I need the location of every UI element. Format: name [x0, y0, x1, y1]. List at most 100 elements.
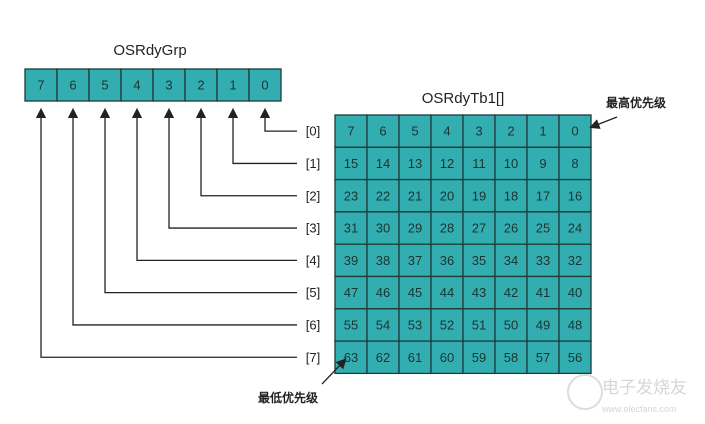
table-cell-value: 36 — [440, 253, 454, 268]
table-cell-value: 55 — [344, 317, 358, 332]
group-bit-cell — [184, 68, 218, 102]
table-cell — [366, 275, 400, 310]
highest-priority-label: 最高优先级 — [606, 95, 666, 110]
table-cell-value: 39 — [344, 253, 358, 268]
table-cell-value: 63 — [344, 350, 358, 365]
row-index-label: [1] — [306, 156, 320, 171]
table-cell-value: 48 — [568, 317, 582, 332]
table-cell — [398, 178, 432, 213]
table-cell — [462, 340, 496, 375]
group-bit-cell — [24, 68, 58, 102]
table-cell-value: 1 — [539, 124, 546, 139]
table-cell-value: 16 — [568, 188, 582, 203]
table-cell — [398, 308, 432, 342]
table-cell-value: 37 — [408, 253, 422, 268]
group-bit-value: 3 — [165, 78, 172, 93]
table-cell-value: 10 — [504, 156, 518, 171]
row-bit-arrow — [99, 107, 297, 294]
table-cell-value: 56 — [568, 350, 582, 365]
table-cell-value: 29 — [408, 221, 422, 236]
lowest-arrow — [321, 358, 347, 385]
table-cell — [398, 340, 432, 375]
group-bit-cell — [216, 68, 250, 102]
row-index-label: [5] — [306, 285, 320, 300]
table-cell — [462, 211, 496, 245]
table-cell-value: 31 — [344, 221, 358, 236]
table-cell — [462, 275, 496, 310]
table-cell-value: 23 — [344, 188, 358, 203]
table-cell-value: 45 — [408, 285, 422, 300]
row-to-bit-connectors: [0][1][2][3][4][5][6][7] — [35, 107, 320, 365]
table-cell-value: 61 — [408, 350, 422, 365]
lowest-priority-label: 最低优先级 — [258, 390, 318, 405]
table-cell — [558, 275, 592, 310]
group-title: OSRdyGrp — [113, 42, 186, 59]
table-title: OSRdyTb1[] — [422, 90, 505, 107]
table-cell-value: 42 — [504, 285, 518, 300]
row-index-label: [6] — [306, 317, 320, 332]
group-bit-value: 2 — [197, 78, 204, 93]
table-cell — [462, 146, 496, 181]
table-cell-value: 27 — [472, 221, 486, 236]
table-cell-value: 32 — [568, 253, 582, 268]
table-cell — [462, 178, 496, 213]
table-cell-value: 41 — [536, 285, 550, 300]
table-cell — [366, 340, 400, 375]
group-bit-value: 0 — [261, 78, 268, 93]
table-cell — [398, 146, 432, 181]
table-cell-value: 8 — [571, 156, 578, 171]
table-cell-value: 49 — [536, 317, 550, 332]
table-cell-value: 26 — [504, 221, 518, 236]
table-cell-value: 50 — [504, 317, 518, 332]
row-bit-arrow — [195, 107, 297, 197]
table-cell — [398, 275, 432, 310]
table-cell — [430, 146, 464, 181]
table-cell — [558, 340, 592, 375]
table-cell-value: 4 — [443, 124, 450, 139]
table-cell — [526, 146, 560, 181]
table-cell-value: 5 — [411, 124, 418, 139]
table-cell — [558, 114, 592, 148]
row-index-label: [7] — [306, 350, 320, 365]
table-cell — [430, 114, 464, 148]
row-bit-arrow — [67, 107, 297, 326]
row-bit-arrow — [163, 107, 297, 229]
table-cell-value: 3 — [475, 124, 482, 139]
table-cell — [558, 308, 592, 342]
row-index-label: [0] — [306, 124, 320, 139]
table-cell-value: 57 — [536, 350, 550, 365]
row-index-label: [3] — [306, 221, 320, 236]
table-cell — [430, 211, 464, 245]
row-bit-arrow — [259, 107, 297, 132]
table-cell-value: 44 — [440, 285, 454, 300]
table-cell — [462, 243, 496, 278]
group-bit-cell — [248, 68, 282, 102]
table-cell — [494, 275, 528, 310]
table-cell-value: 59 — [472, 350, 486, 365]
table-cell-value: 47 — [344, 285, 358, 300]
row-index-label: [4] — [306, 253, 320, 268]
table-cell — [526, 275, 560, 310]
table-cell-value: 14 — [376, 156, 390, 171]
table-cell — [494, 243, 528, 278]
table-cell-value: 15 — [344, 156, 358, 171]
svg-text:www.elecfans.com: www.elecfans.com — [601, 404, 677, 414]
table-cell-value: 7 — [347, 124, 354, 139]
table-cell — [366, 114, 400, 148]
table-cell-value: 62 — [376, 350, 390, 365]
table-cell-value: 13 — [408, 156, 422, 171]
table-cell — [430, 340, 464, 375]
watermark-logo: 电子发烧友 www.elecfans.com — [567, 374, 687, 414]
table-cell-value: 22 — [376, 188, 390, 203]
table-cell-value: 11 — [472, 156, 486, 171]
table-cell-value: 60 — [440, 350, 454, 365]
group-bit-value: 7 — [37, 78, 44, 93]
table-cell-value: 19 — [472, 188, 486, 203]
table-cell-value: 51 — [472, 317, 486, 332]
table-cell-value: 53 — [408, 317, 422, 332]
table-cell-value: 40 — [568, 285, 582, 300]
table-cell-value: 33 — [536, 253, 550, 268]
group-bit-value: 6 — [69, 78, 76, 93]
